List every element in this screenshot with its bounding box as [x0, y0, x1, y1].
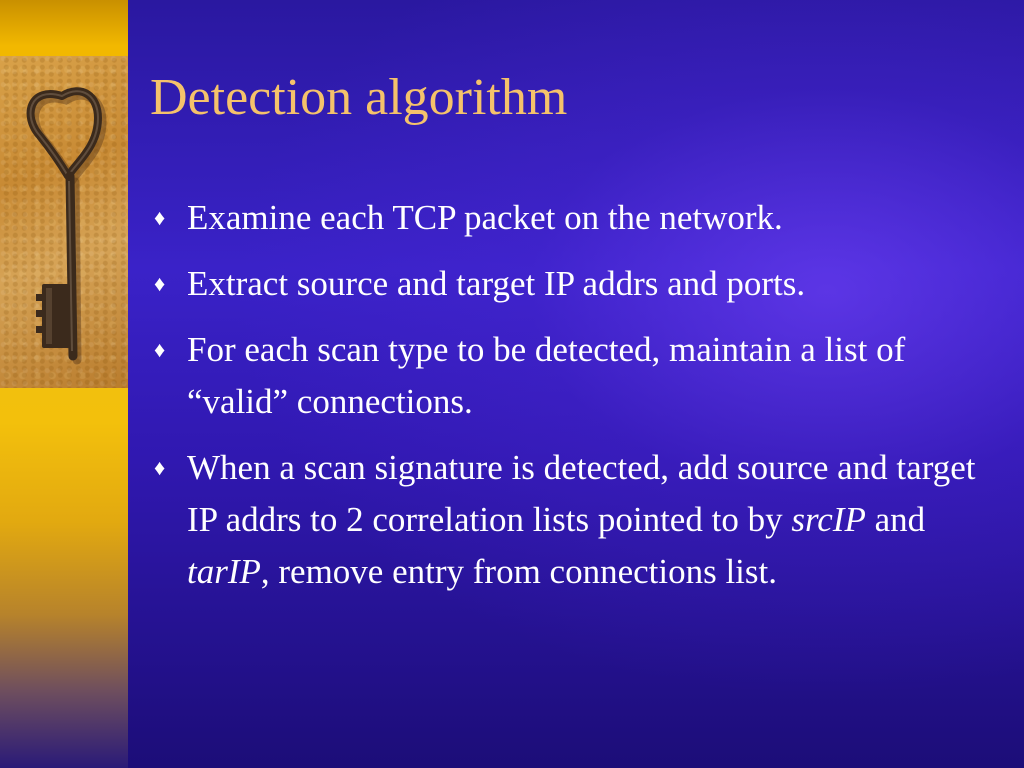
slide-title: Detection algorithm [150, 69, 568, 126]
bullet-text-part: When a scan signature is detected, add s… [187, 448, 976, 539]
bullet-item: ♦ For each scan type to be detected, mai… [150, 324, 1000, 428]
bullet-text-part: , remove entry from connections list. [260, 552, 778, 591]
src-ip-term: srcIP [791, 500, 866, 539]
bullet-text: Extract source and target IP addrs and p… [187, 264, 806, 303]
bullet-item: ♦ When a scan signature is detected, add… [150, 442, 1000, 598]
bullet-item: ♦ Examine each TCP packet on the network… [150, 192, 1000, 244]
bullet-list: ♦ Examine each TCP packet on the network… [150, 192, 1000, 612]
content-panel [128, 0, 1024, 768]
bullet-text: When a scan signature is detected, add s… [187, 448, 975, 591]
diamond-bullet-icon: ♦ [154, 205, 166, 230]
bullet-text: For each scan type to be detected, maint… [187, 330, 906, 421]
bullet-text: Examine each TCP packet on the network. [187, 198, 783, 237]
diamond-bullet-icon: ♦ [154, 337, 166, 362]
diamond-bullet-icon: ♦ [154, 455, 166, 480]
bullet-item: ♦ Extract source and target IP addrs and… [150, 258, 1000, 310]
key-image [0, 56, 128, 388]
key-icon [26, 87, 107, 365]
bullet-text-part: and [865, 500, 926, 539]
tar-ip-term: tarIP [187, 552, 261, 591]
diamond-bullet-icon: ♦ [154, 271, 166, 296]
